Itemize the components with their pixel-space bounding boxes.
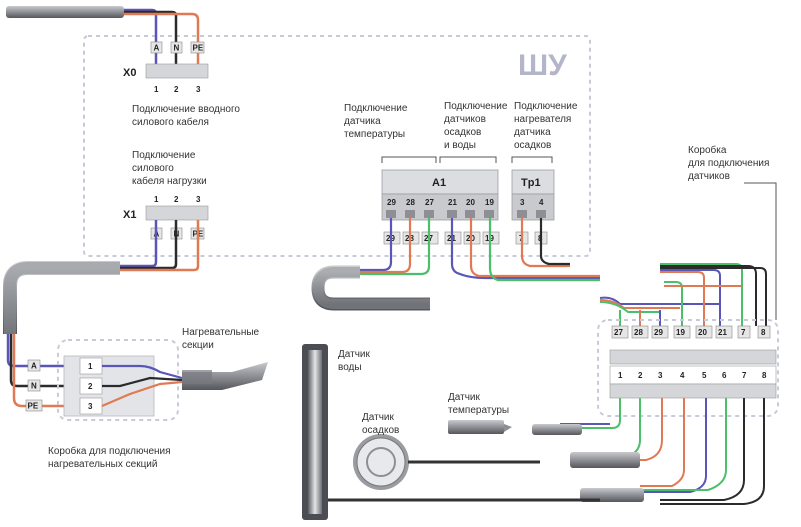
water-sensor-label-line2: воды — [338, 362, 362, 373]
heating-num-2: 2 — [88, 382, 93, 391]
precip-conn-label-line1: Подключение — [444, 101, 508, 112]
tp1-term-3: 3 — [520, 198, 525, 207]
temperature-loop-cable — [311, 265, 430, 311]
sensor-num-6: 6 — [722, 371, 727, 380]
x0-title: X0 — [123, 67, 136, 79]
precip-sensor-label-line1: Датчик — [362, 412, 394, 423]
x0-tags: A N PE — [150, 41, 205, 54]
heating-box-label-line2: нагревательных секций — [48, 459, 157, 470]
x1-num-1: 1 — [154, 195, 159, 204]
tp1-term-4: 4 — [539, 198, 544, 207]
x0-num-3: 3 — [196, 85, 201, 94]
a1-module: A1 29 28 27 21 20 19 29 28 27 21 20 19 — [381, 169, 500, 245]
x0-num-1: 1 — [154, 85, 159, 94]
sensor-junction-box: 27 28 29 19 20 21 7 8 1 2 3 4 5 6 7 8 — [597, 319, 779, 417]
heating-num-3: 3 — [88, 402, 93, 411]
tp1-module: Tp1 3 4 7 8 — [511, 169, 555, 245]
precip-cable — [462, 262, 720, 313]
label-brackets — [381, 156, 553, 163]
sensor-box-label-line1: Коробка — [688, 144, 727, 156]
a1-wire-tags: 29 28 27 21 20 19 — [383, 231, 500, 245]
sensor-tag-8: 8 — [761, 328, 766, 337]
x1-caption-line3: кабеля нагрузки — [132, 175, 207, 187]
a1-term-27: 27 — [425, 198, 434, 207]
heating-tag-a: A — [31, 362, 37, 371]
heating-num-1: 1 — [88, 362, 93, 371]
sensor-tag-20: 20 — [698, 328, 707, 337]
panel-name: ШУ — [518, 49, 567, 82]
sensor-num-1: 1 — [618, 371, 623, 380]
temp-conn-label-line1: Подключение — [344, 103, 408, 114]
sensor-num-7: 7 — [742, 371, 747, 380]
x0-tag-n: N — [174, 44, 180, 53]
temp-conn-label-line3: температуры — [344, 129, 405, 140]
sensor-num-2: 2 — [638, 371, 643, 380]
sensor-box-label-line2: для подключения — [688, 158, 769, 169]
temp-conn-label-line2: датчика — [344, 116, 381, 127]
heating-section-cable — [182, 362, 268, 390]
heating-sections-label-line1: Нагревательные — [182, 327, 260, 338]
heating-tag-n: N — [31, 382, 37, 391]
x0-terminal-block: X0 A N PE 1 2 3 Подключение вводного сил… — [123, 41, 240, 128]
sensor-tag-7: 7 — [741, 328, 746, 337]
x0-caption-line1: Подключение вводного — [132, 104, 240, 115]
sensor-num-4: 4 — [680, 371, 685, 380]
a1-wires — [350, 218, 600, 282]
tp1-title: Tp1 — [521, 177, 541, 189]
sensor-tag-29: 29 — [654, 328, 663, 337]
x1-title: X1 — [123, 209, 136, 221]
a1-term-21: 21 — [448, 198, 457, 207]
water-sensor-label-line1: Датчик — [338, 349, 370, 360]
heater-conn-label-line3: датчика — [514, 127, 551, 138]
panel-border — [83, 35, 591, 257]
sensor-box-tags: 27 28 29 19 20 21 7 8 — [611, 325, 771, 339]
precip-conn-label-line3: осадков — [444, 127, 481, 138]
x0-tag-pe: PE — [193, 44, 204, 53]
input-cable — [6, 6, 200, 70]
sensor-tag-27: 27 — [614, 328, 623, 337]
precip-conn-label-line4: и воды — [444, 140, 476, 151]
x1-caption-line2: силового — [132, 163, 174, 174]
heating-box-label-line1: Коробка для подключения — [48, 445, 171, 457]
temp-sensor-label-line1: Датчик — [448, 392, 480, 403]
x0-tag-a: A — [154, 44, 160, 53]
sensor-tag-21: 21 — [718, 328, 727, 337]
x0-caption-line2: силового кабеля — [132, 116, 209, 128]
a1-title: A1 — [432, 177, 446, 189]
a1-term-19: 19 — [485, 198, 494, 207]
load-cable — [3, 220, 200, 408]
heating-tag-pe: PE — [28, 402, 39, 411]
sensor-input-cables — [619, 262, 767, 326]
x1-caption-line1: Подключение — [132, 150, 196, 161]
a1-term-29: 29 — [387, 198, 396, 207]
temp-sensor-label-line2: температуры — [448, 405, 509, 416]
a1-term-28: 28 — [406, 198, 415, 207]
x1-num-3: 3 — [196, 195, 201, 204]
sensor-box-label-line3: датчиков — [688, 171, 730, 182]
x1-terminal-block: Подключение силового кабеля нагрузки 1 2… — [123, 150, 209, 240]
sensor-tag-28: 28 — [634, 328, 643, 337]
x1-num-2: 2 — [174, 195, 179, 204]
heating-junction-box: 1 2 3 A N PE — [25, 339, 183, 421]
sensor-num-5: 5 — [702, 371, 707, 380]
heater-conn-label-line1: Подключение — [514, 101, 578, 112]
sensor-num-3: 3 — [658, 371, 663, 380]
heater-conn-label-line2: нагревателя — [514, 114, 571, 125]
heating-sections-label-line2: секции — [182, 340, 214, 351]
sensor-num-8: 8 — [762, 371, 767, 380]
water-sensor — [302, 344, 600, 520]
heater-conn-label-line4: осадков — [514, 140, 551, 151]
x0-num-2: 2 — [174, 85, 179, 94]
precipitation-sensor — [353, 434, 540, 490]
precip-conn-label-line2: датчиков — [444, 114, 486, 125]
sensor-output-cables — [448, 420, 644, 502]
x1-tags: A N PE — [150, 227, 205, 240]
sensor-tag-19: 19 — [676, 328, 685, 337]
precip-sensor-label-line2: осадков — [362, 425, 399, 436]
a1-term-20: 20 — [466, 198, 475, 207]
